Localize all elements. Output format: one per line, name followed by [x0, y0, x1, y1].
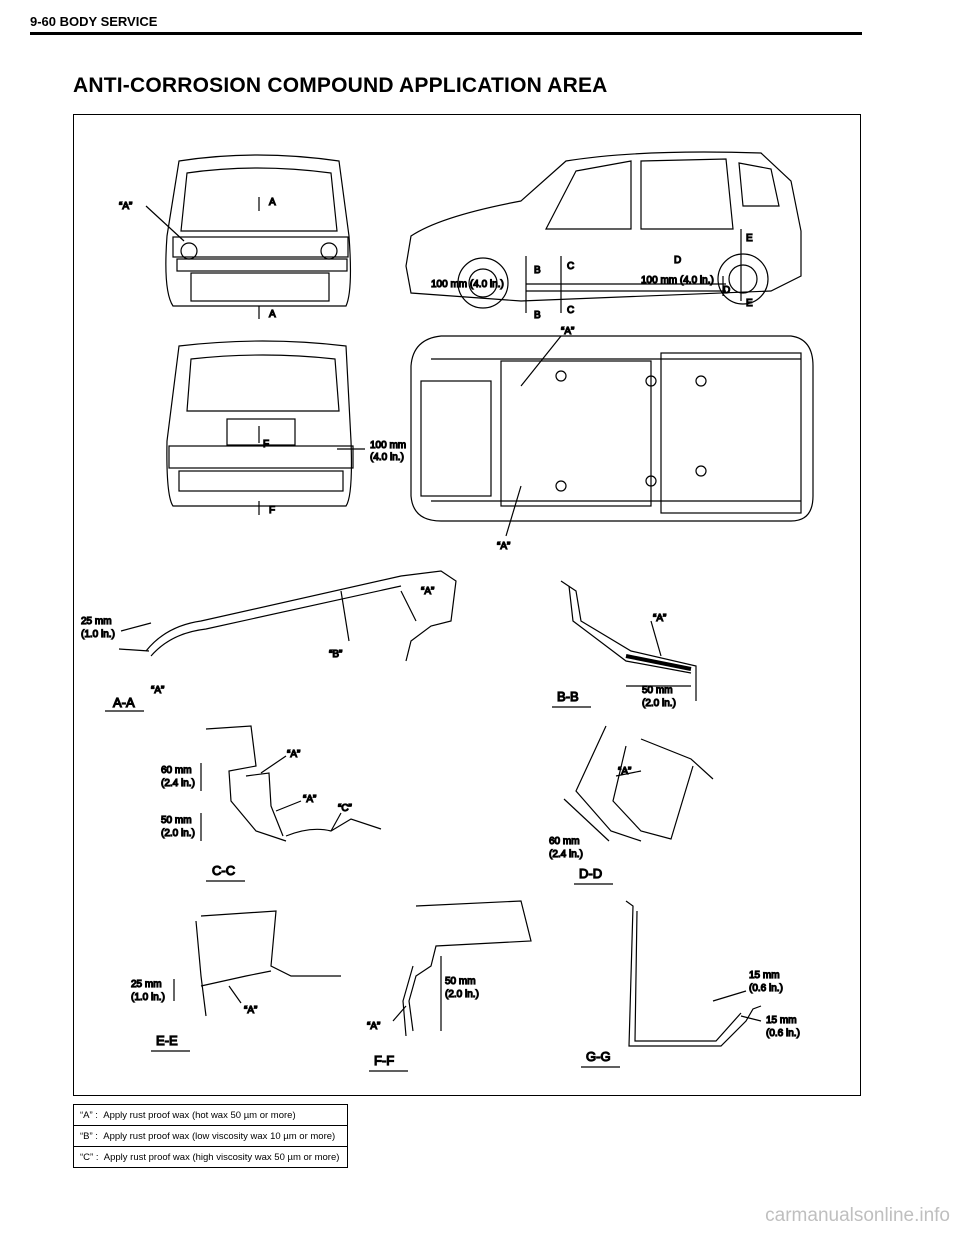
front-section-mark-a-bottom: A: [269, 309, 276, 320]
front-view-drawing: [145, 154, 352, 319]
front-section-mark-a-top: A: [269, 197, 276, 208]
ee-dim-1in: (1.0 in.): [131, 992, 165, 1003]
aa-dim-25mm: 25 mm: [81, 616, 112, 627]
diagram-frame: A A “A” F F 100 mm (4.0 in.): [73, 114, 861, 1096]
section-cc-drawing: [200, 725, 382, 842]
legend-text: Apply rust proof wax (hot wax 50 µm or m…: [103, 1109, 296, 1121]
bb-dim-2in: (2.0 in.): [642, 698, 676, 709]
cc-callout-a-top: “A”: [287, 749, 300, 760]
bb-callout-a: “A”: [653, 613, 666, 624]
page-title: ANTI-CORROSION COMPOUND APPLICATION AREA: [73, 74, 608, 97]
gg-dim-bottom-15mm: 15 mm: [766, 1015, 797, 1026]
side-dim-front-100mm: 100 mm (4.0 in.): [431, 279, 504, 290]
ff-callout-a: “A”: [367, 1021, 380, 1032]
legend-text: Apply rust proof wax (high viscosity wax…: [103, 1151, 340, 1163]
section-dd-drawing: [563, 725, 714, 842]
aa-callout-b: “B”: [329, 649, 342, 660]
legend-row: “C” : Apply rust proof wax (high viscosi…: [72, 1146, 349, 1168]
section-aa-drawing: [118, 570, 457, 662]
aa-callout-a-right: “A”: [421, 586, 434, 597]
side-mark-c-top: C: [567, 261, 574, 272]
side-mark-c-bottom: C: [567, 305, 574, 316]
cc-dim-24in: (2.4 in.): [161, 778, 195, 789]
side-mark-d-bottom: D: [723, 285, 730, 296]
dd-callout-a: “A”: [618, 766, 631, 777]
header-rule: [30, 32, 862, 35]
aa-callout-a-left: “A”: [151, 685, 164, 696]
underbody-callout-a-bottom: “A”: [497, 541, 510, 552]
section-label-ee: E-E: [156, 1033, 178, 1048]
legend-text: Apply rust proof wax (low viscosity wax …: [103, 1130, 336, 1142]
section-label-dd: D-D: [579, 866, 602, 881]
dd-dim-60mm: 60 mm: [549, 836, 580, 847]
section-label-ff: F-F: [374, 1053, 394, 1068]
legend-row: “A” : Apply rust proof wax (hot wax 50 µ…: [72, 1104, 349, 1126]
side-mark-e-top: E: [746, 233, 753, 244]
rear-dim-4in: (4.0 in.): [370, 452, 404, 463]
section-label-gg: G-G: [586, 1049, 611, 1064]
legend-row: “B” : Apply rust proof wax (low viscosit…: [72, 1125, 349, 1147]
bb-dim-50mm: 50 mm: [642, 685, 673, 696]
section-gg-drawing: [625, 900, 762, 1047]
underbody-view-drawing: [410, 335, 814, 537]
cc-callout-c: “C”: [338, 803, 352, 814]
aa-dim-1in: (1.0 in.): [81, 629, 115, 640]
cc-dim-50mm: 50 mm: [161, 815, 192, 826]
rear-dim-100mm: 100 mm: [370, 440, 406, 451]
ff-dim-50mm: 50 mm: [445, 976, 476, 987]
ee-dim-25mm: 25 mm: [131, 979, 162, 990]
side-mark-d-top: D: [674, 255, 681, 266]
dd-dim-24in: (2.4 in.): [549, 849, 583, 860]
rear-section-mark-f-center: F: [263, 439, 269, 450]
section-label-aa: A-A: [113, 695, 135, 710]
legend-table: “A” : Apply rust proof wax (hot wax 50 µ…: [72, 1104, 349, 1168]
section-bb-drawing: [560, 580, 697, 701]
section-ff-drawing: [392, 900, 532, 1037]
cc-callout-a-mid: “A”: [303, 794, 316, 805]
diagram-svg: A A “A” F F 100 mm (4.0 in.): [80, 151, 814, 1072]
side-dim-rear-100mm: 100 mm (4.0 in.): [641, 275, 714, 286]
cc-dim-2in: (2.0 in.): [161, 828, 195, 839]
side-mark-b-bottom: B: [534, 310, 541, 321]
cc-dim-60mm: 60 mm: [161, 765, 192, 776]
section-label-cc: C-C: [212, 863, 235, 878]
page-header: 9-60 BODY SERVICE: [30, 14, 158, 29]
front-callout-a: “A”: [119, 201, 132, 212]
legend-key: “A” :: [80, 1109, 98, 1121]
ee-callout-a: “A”: [244, 1005, 257, 1016]
side-view-drawing: [405, 151, 802, 313]
side-mark-b-top: B: [534, 265, 541, 276]
side-mark-e-bottom: E: [746, 298, 753, 309]
legend-key: “C” :: [80, 1151, 99, 1163]
rear-section-mark-f-bottom: F: [269, 505, 275, 516]
section-ee-drawing: [173, 910, 341, 1017]
gg-dim-top-06in: (0.6 in.): [749, 983, 783, 994]
section-label-bb: B-B: [557, 689, 579, 704]
watermark: carmanualsonline.info: [765, 1205, 950, 1226]
ff-dim-2in: (2.0 in.): [445, 989, 479, 1000]
legend-key: “B” :: [80, 1130, 98, 1142]
rear-view-drawing: [166, 340, 365, 515]
underbody-callout-a-top: “A”: [561, 326, 574, 337]
gg-dim-top-15mm: 15 mm: [749, 970, 780, 981]
gg-dim-bottom-06in: (0.6 in.): [766, 1028, 800, 1039]
